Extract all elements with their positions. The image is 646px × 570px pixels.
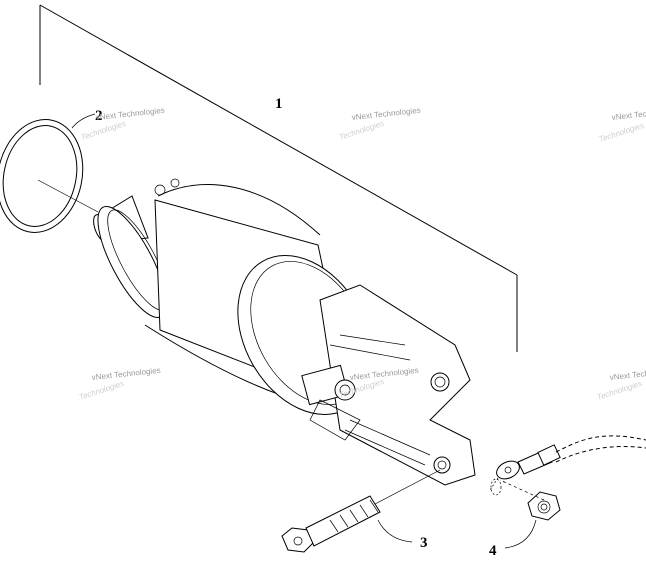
hex-nut (499, 479, 561, 521)
watermark-3-ghost: Technologies (598, 121, 645, 144)
cable-ring-terminal (489, 435, 646, 496)
callout-2-leader (71, 113, 96, 129)
starter-motor (93, 178, 476, 486)
callout-4-leader (504, 519, 537, 549)
watermark-6-ghost: Technologies (596, 379, 643, 402)
callout-1: 1 (275, 96, 283, 112)
mounting-bolt (281, 469, 441, 553)
callout-3: 3 (420, 535, 428, 551)
watermark-1: vNext Technologies (95, 106, 165, 122)
callout-3-leader (377, 519, 413, 543)
watermark-2: vNext Technologies (351, 106, 421, 122)
o-ring (0, 119, 84, 233)
watermark-3: vNext Technologies (611, 106, 646, 122)
watermark-4: vNext Technologies (91, 366, 161, 382)
assembly-bracket (39, 4, 518, 352)
callout-2: 2 (95, 108, 103, 124)
watermark-2-ghost: Technologies (338, 119, 385, 142)
watermark-4-ghost: Technologies (78, 379, 125, 402)
callout-4: 4 (489, 543, 497, 559)
o-ring-leader (37, 179, 99, 213)
watermark-1-ghost: Technologies (80, 119, 127, 142)
